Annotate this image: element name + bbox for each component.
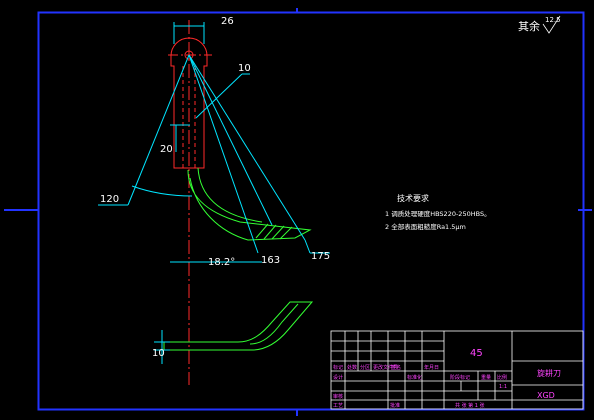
dim-120-text: 120 <box>100 194 119 205</box>
main-view: 26 10 20 120 18.2° 163 175 <box>98 16 330 385</box>
label-approve: 批准 <box>390 402 400 409</box>
hub-outline <box>170 37 208 169</box>
blade-edge <box>197 167 263 223</box>
label-standardize: 标准化 <box>407 374 422 381</box>
roughness-note: 其余 12.5 <box>518 15 561 34</box>
label-zone: 分区 <box>360 364 370 371</box>
side-profile-inner <box>249 303 299 345</box>
material-value: 45 <box>470 348 483 359</box>
label-change-doc: 更改文件号 <box>373 364 398 371</box>
outer-frame <box>37 11 585 411</box>
tech-item-1: 1 调质处理硬度HBS220-250HBS。 <box>385 209 491 218</box>
dim-175-text: 175 <box>311 251 330 262</box>
blade-hatch-4 <box>279 226 293 240</box>
leader-175-b <box>304 239 311 254</box>
roughness-symbol-icon <box>542 15 561 34</box>
label-mark: 标记 <box>333 364 343 371</box>
dim-26-text: 26 <box>221 16 234 27</box>
leader-10 <box>195 73 243 119</box>
label-review: 审核 <box>333 393 343 400</box>
blade-hatch-2 <box>263 224 277 240</box>
tech-item-2: 2 全部表面粗糙度Ra1.5μm <box>385 222 466 231</box>
bolt-hole <box>184 50 194 60</box>
scale-value: 1:1 <box>499 384 507 390</box>
tech-requirements: 技术要求 1 调质处理硬度HBS220-250HBS。 2 全部表面粗糙度Ra1… <box>385 193 491 231</box>
label-scale: 比例 <box>497 374 507 381</box>
roughness-prefix: 其余 <box>518 19 540 33</box>
tech-title: 技术要求 <box>397 193 429 203</box>
part-name: 旋耕刀 <box>537 368 561 378</box>
label-date: 年月日 <box>424 364 439 371</box>
blade-hatch-1 <box>255 223 269 239</box>
label-process: 工艺 <box>333 403 343 409</box>
dim-163-text: 163 <box>261 255 280 266</box>
side-view: 10 <box>152 301 314 364</box>
leader-mid <box>188 54 273 226</box>
drawing-code: XGD <box>537 391 555 400</box>
label-sign: 签名 <box>391 364 401 371</box>
sheet-info: 共 张 第 1 张 <box>455 402 485 409</box>
leader-175 <box>188 54 306 241</box>
blade-hatch-3 <box>271 225 285 240</box>
dim-angle-text: 18.2° <box>208 257 235 268</box>
label-designer: 设计 <box>333 374 343 381</box>
title-block: 标记 处数 分区 更改文件号 签名 年月日 设计 标准化 阶段标记 重量 比例 … <box>330 330 584 410</box>
label-stage-mark: 阶段标记 <box>450 374 470 381</box>
label-weight: 重量 <box>481 374 491 381</box>
roughness-value: 12.5 <box>545 16 561 24</box>
dim-20-text: 20 <box>160 144 173 155</box>
leader-120 <box>127 54 190 206</box>
side-profile-outline <box>164 301 314 351</box>
blade-outline <box>187 169 312 241</box>
dim-10-side-text: 10 <box>152 348 165 359</box>
leader-163 <box>188 54 259 254</box>
label-count: 处数 <box>347 364 357 371</box>
dim-10-text: 10 <box>238 63 251 74</box>
arc-120 <box>131 185 193 197</box>
